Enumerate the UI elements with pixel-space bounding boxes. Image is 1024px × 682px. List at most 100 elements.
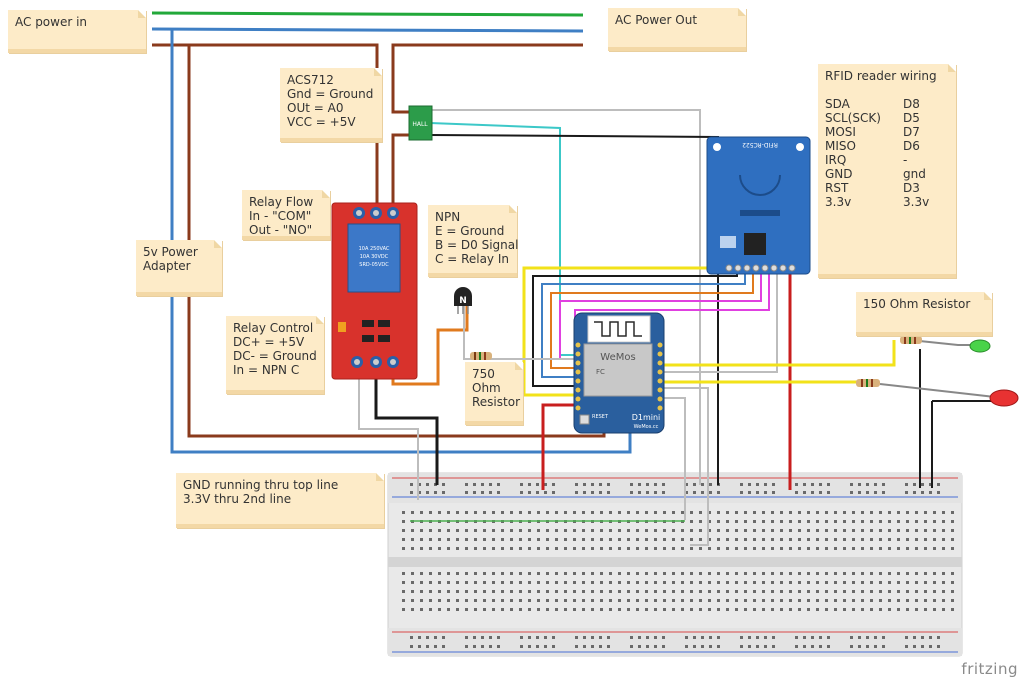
note-line: DC- = Ground (233, 349, 317, 363)
breadboard-hole (465, 483, 468, 486)
breadboard-hole (748, 645, 751, 648)
breadboard-hole (465, 547, 468, 550)
breadboard-hole (636, 581, 639, 584)
breadboard-hole (555, 599, 558, 602)
relay-text-1: 10A 250VAC (359, 246, 390, 252)
breadboard-hole (607, 491, 610, 494)
breadboard-hole (780, 511, 783, 514)
breadboard-hole (897, 511, 900, 514)
breadboard-hole (501, 538, 504, 541)
breadboard-hole (929, 483, 932, 486)
note-line: Gnd = Ground (287, 87, 374, 101)
breadboard-hole (735, 547, 738, 550)
breadboard-hole (879, 608, 882, 611)
breadboard-hole (915, 581, 918, 584)
rfid-pins (725, 264, 796, 272)
breadboard-hole (762, 529, 765, 532)
breadboard-hole (630, 483, 633, 486)
note-line: 5v Power (143, 245, 198, 259)
breadboard-hole (843, 529, 846, 532)
breadboard-hole (861, 520, 864, 523)
breadboard-hole (811, 636, 814, 639)
breadboard-hole (897, 599, 900, 602)
breadboard-hole (483, 608, 486, 611)
breadboard-hole (609, 572, 612, 575)
breadboard-hole (607, 645, 610, 648)
breadboard-hole (933, 511, 936, 514)
breadboard-hole (672, 608, 675, 611)
breadboard-hole (888, 511, 891, 514)
mcu-pin (657, 369, 663, 375)
breadboard-hole (816, 581, 819, 584)
breadboard-hole (717, 529, 720, 532)
breadboard-hole (636, 529, 639, 532)
breadboard-hole (618, 590, 621, 593)
breadboard-hole (772, 636, 775, 639)
breadboard-hole (699, 608, 702, 611)
breadboard-hole (442, 491, 445, 494)
breadboard-hole (600, 581, 603, 584)
breadboard-hole (573, 581, 576, 584)
breadboard-hole (663, 590, 666, 593)
note-line: NPN (435, 210, 461, 224)
note-npn: NPN E = Ground B = D0 Signal C = Relay I… (428, 205, 518, 277)
breadboard-hole (591, 529, 594, 532)
breadboard-hole (816, 608, 819, 611)
breadboard-hole (654, 636, 657, 639)
note-line: ACS712 (287, 73, 334, 87)
breadboard-hole (717, 538, 720, 541)
breadboard-hole (654, 529, 657, 532)
breadboard-hole (897, 547, 900, 550)
breadboard-hole (717, 547, 720, 550)
breadboard-hole (501, 599, 504, 602)
breadboard-hole (672, 529, 675, 532)
mcu-reset-label: RESET (592, 414, 609, 420)
breadboard-hole (924, 511, 927, 514)
breadboard-hole (951, 520, 954, 523)
breadboard-hole (753, 547, 756, 550)
note-line: OUt = A0 (287, 101, 344, 115)
breadboard-hole (825, 520, 828, 523)
breadboard-hole (591, 590, 594, 593)
breadboard-hole (744, 520, 747, 523)
breadboard-hole (672, 511, 675, 514)
breadboard-hole (520, 491, 523, 494)
breadboard-hole (536, 491, 539, 494)
breadboard-hole (843, 581, 846, 584)
breadboard-hole (434, 491, 437, 494)
breadboard-hole (803, 491, 806, 494)
breadboard-hole (410, 483, 413, 486)
breadboard-hole (701, 491, 704, 494)
breadboard-hole (411, 547, 414, 550)
breadboard-hole (681, 590, 684, 593)
mcu-pin (657, 351, 663, 357)
breadboard-hole (827, 636, 830, 639)
breadboard-hole (618, 581, 621, 584)
breadboard-hole (537, 572, 540, 575)
breadboard-hole (618, 538, 621, 541)
breadboard-hole (438, 608, 441, 611)
breadboard-hole (699, 529, 702, 532)
breadboard-hole (726, 590, 729, 593)
breadboard-hole (693, 491, 696, 494)
breadboard-hole (420, 599, 423, 602)
breadboard-hole (600, 538, 603, 541)
breadboard-hole (825, 608, 828, 611)
note-title: RFID reader wiring (825, 69, 937, 83)
breadboard-hole (627, 511, 630, 514)
breadboard-hole (924, 538, 927, 541)
breadboard-hole (654, 590, 657, 593)
breadboard-hole (411, 511, 414, 514)
breadboard-hole (771, 547, 774, 550)
breadboard-hole (434, 645, 437, 648)
breadboard-hole (816, 572, 819, 575)
breadboard-hole (915, 547, 918, 550)
breadboard-hole (654, 491, 657, 494)
breadboard-hole (411, 538, 414, 541)
breadboard-hole (913, 645, 916, 648)
breadboard-hole (701, 483, 704, 486)
breadboard-hole (599, 645, 602, 648)
